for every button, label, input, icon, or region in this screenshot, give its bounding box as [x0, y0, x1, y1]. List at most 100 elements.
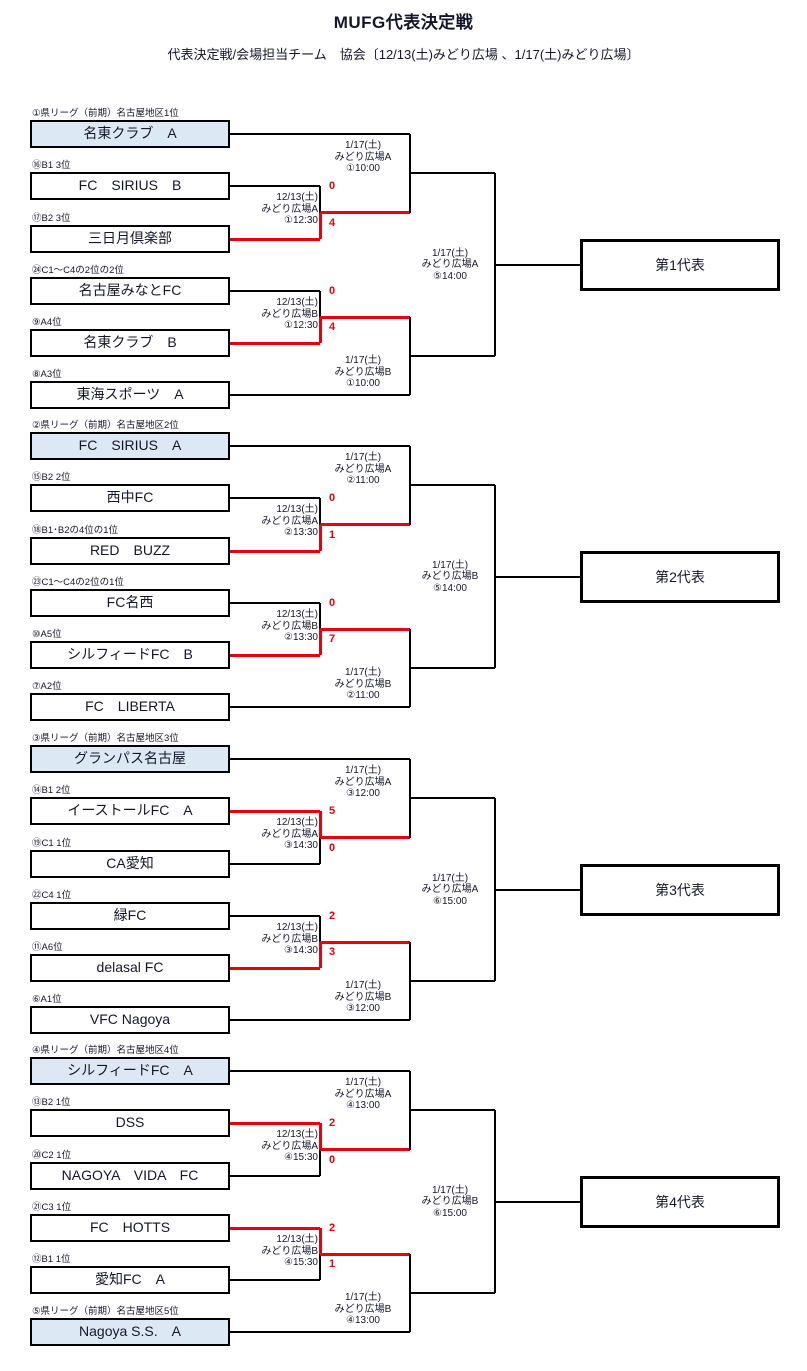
match-info-time: ②13:30 — [284, 632, 318, 643]
team-box[interactable]: シルフィードFC B — [30, 641, 230, 669]
match-info-date: 12/13(土) — [276, 817, 318, 828]
match-info-venue: みどり広場B — [421, 1196, 479, 1208]
team-box[interactable]: NAGOYA VIDA FC — [30, 1162, 230, 1190]
team-box[interactable]: CA愛知 — [30, 850, 230, 878]
winner-line-r1b-out — [320, 315, 410, 319]
team-box[interactable]: 西中FC — [30, 484, 230, 512]
match-info-time: ⑤14:00 — [433, 270, 467, 282]
team-box[interactable]: FC SIRIUS B — [30, 172, 230, 200]
winner-join-r1b — [318, 317, 322, 343]
match-info-venue: みどり広場B — [334, 366, 392, 378]
team-box[interactable]: 三日月倶楽部 — [30, 225, 230, 253]
match-line-r1b-bottom — [230, 653, 320, 657]
seed-label: ⑬B2 1位 — [32, 1097, 71, 1108]
seed-label: ⑳C2 1位 — [32, 1150, 72, 1161]
seed-label: ⑦A2位 — [32, 681, 62, 692]
winner-join-r1b — [318, 629, 322, 655]
score-r1b-bottom: 1 — [329, 1258, 336, 1270]
match-info-venue: みどり広場B — [334, 678, 392, 690]
page-title: MUFG代表決定戦 — [333, 13, 474, 32]
team-box[interactable]: FC SIRIUS A — [30, 432, 230, 460]
team-box[interactable]: 名古屋みなとFC — [30, 277, 230, 305]
match-line-r2b-bottom — [230, 706, 410, 708]
match-info-venue: みどり広場B — [334, 991, 392, 1003]
match-info-date: 1/17(土) — [344, 140, 382, 151]
team-box[interactable]: 東海スポーツ A — [30, 381, 230, 409]
match-info-venue: みどり広場B — [334, 1303, 392, 1315]
match-info-venue: みどり広場A — [334, 1088, 392, 1100]
score-r1b-top: 2 — [329, 910, 336, 922]
team-box[interactable]: FC名西 — [30, 589, 230, 617]
match-info-date: 12/13(土) — [276, 609, 318, 620]
match-info-time: ⑥15:00 — [433, 1207, 467, 1219]
match-info-date: 1/17(土) — [344, 452, 382, 463]
match-line-r2b-bottom — [230, 1019, 410, 1021]
score-r1a-top: 5 — [329, 805, 336, 817]
team-box[interactable]: グランパス名古屋 — [30, 745, 230, 773]
seed-label: ⑭B1 2位 — [32, 785, 71, 796]
score-r1a-top: 0 — [329, 180, 336, 192]
match-info-time: ④15:30 — [284, 1152, 318, 1163]
match-info-date: 1/17(土) — [344, 1077, 382, 1088]
match-info-date: 12/13(土) — [276, 192, 318, 203]
representative-box[interactable]: 第2代表 — [580, 550, 780, 603]
match-info-venue: みどり広場B — [261, 620, 318, 632]
winner-join-r1b — [318, 942, 322, 968]
match-info-time: ⑤14:00 — [433, 582, 467, 594]
score-r1b-top: 0 — [329, 597, 336, 609]
team-box[interactable]: Nagoya S.S. A — [30, 1318, 230, 1346]
team-box[interactable]: 名東クラブ B — [30, 329, 230, 357]
team-box[interactable]: delasal FC — [30, 954, 230, 982]
match-line-r1a-top — [230, 497, 320, 499]
score-r1a-top: 2 — [329, 1117, 336, 1129]
score-r1a-bottom: 0 — [329, 841, 336, 854]
match-info-time: ③12:00 — [346, 1003, 380, 1014]
match-info-time: ④13:00 — [346, 1315, 380, 1326]
match-info-venue: みどり広場A — [421, 259, 479, 271]
team-box[interactable]: RED BUZZ — [30, 537, 230, 565]
score-r1b-bottom: 3 — [329, 946, 336, 958]
winner-line-final-out — [495, 575, 580, 578]
winner-line-final-out — [495, 1200, 580, 1203]
team-box[interactable]: 緑FC — [30, 902, 230, 930]
match-line-r1b-top — [230, 290, 320, 292]
match-info-venue: みどり広場A — [334, 151, 392, 163]
team-box[interactable]: 名東クラブ A — [30, 120, 230, 148]
team-box[interactable]: DSS — [30, 1109, 230, 1137]
match-line-r1b-bottom — [230, 966, 320, 970]
seed-label: ③県リーグ（前期）名古屋地区3位 — [32, 733, 179, 744]
match-info-venue: みどり広場B — [261, 1245, 318, 1257]
team-box[interactable]: FC LIBERTA — [30, 693, 230, 721]
team-box[interactable]: 愛知FC A — [30, 1266, 230, 1294]
winner-line-r2a-out — [410, 797, 495, 800]
match-info-time: ①12:30 — [284, 215, 318, 226]
match-info-time: ⑥15:00 — [433, 895, 467, 907]
representative-box[interactable]: 第4代表 — [580, 1175, 780, 1228]
match-info-venue: みどり広場B — [421, 571, 479, 583]
match-line-r1b-top — [230, 602, 320, 604]
representative-box[interactable]: 第3代表 — [580, 863, 780, 916]
match-line-r1a-bottom — [230, 549, 320, 553]
match-info-date: 1/17(土) — [344, 1292, 382, 1303]
representative-box[interactable]: 第1代表 — [580, 238, 780, 291]
score-r1a-bottom: 0 — [329, 1153, 336, 1166]
team-box[interactable]: VFC Nagoya — [30, 1006, 230, 1034]
match-info-date: 1/17(土) — [431, 247, 469, 259]
winner-line-r1a-out — [320, 836, 410, 839]
winner-line-r2b-out — [410, 1292, 495, 1294]
team-box[interactable]: イーストールFC A — [30, 797, 230, 825]
team-box[interactable]: シルフィードFC A — [30, 1057, 230, 1085]
match-info-date: 1/17(土) — [431, 559, 469, 571]
team-box[interactable]: FC HOTTS — [30, 1214, 230, 1242]
seed-label: ⑥A1位 — [32, 994, 62, 1005]
